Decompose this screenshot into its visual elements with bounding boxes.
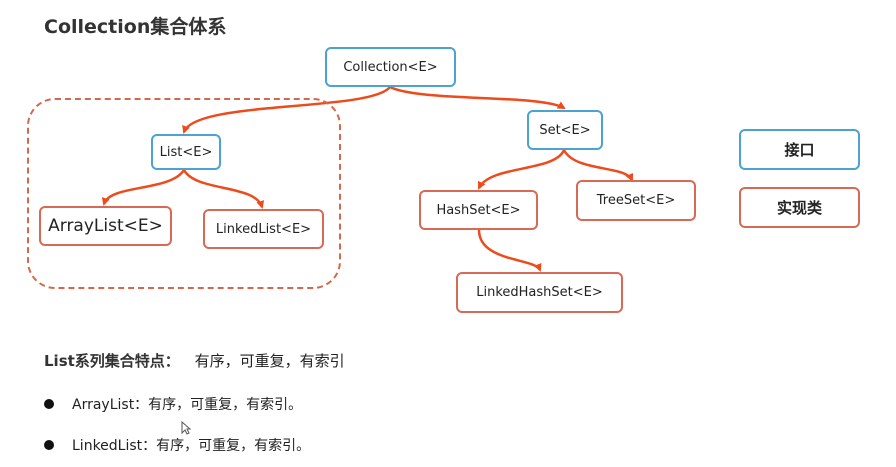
arrow-set-hashset [477,149,566,190]
arrow-set-treeset [562,149,634,182]
list-features-value: 有序，可重复，有索引 [194,352,345,370]
node-linkedhashset: LinkedHashSet<E> [456,272,623,313]
bullet-arraylist: ArrayList：有序，可重复，有索引。 [44,394,302,414]
page-title: Collection集合体系 [44,16,227,38]
arrow-list-linkedlist [182,169,265,209]
legend-implementation: 实现类 [739,187,860,228]
list-features-line: List系列集合特点： 有序，可重复，有索引 [44,350,345,371]
arrow-collection-set [389,85,566,110]
node-collection: Collection<E> [325,47,456,87]
node-set: Set<E> [527,110,603,150]
arrow-collection-list [182,86,391,134]
node-list: List<E> [151,134,221,170]
list-features-heading: List系列集合特点： [44,352,180,370]
list-family-group [27,98,341,289]
node-treeset: TreeSet<E> [576,180,696,221]
bullet-arraylist-text: ArrayList：有序，可重复，有索引。 [72,397,303,413]
node-arraylist: ArrayList<E> [39,206,172,246]
legend-interface: 接口 [739,129,860,170]
arrow-hashset-linkedhashset [477,229,542,272]
node-linkedlist: LinkedList<E> [203,209,324,249]
mouse-cursor-icon [181,421,191,435]
bullet-dot-icon [44,399,54,409]
bullet-dot-icon [44,440,54,450]
bullet-linkedlist: LinkedList：有序，可重复，有索引。 [44,435,310,455]
node-hashset: HashSet<E> [419,190,538,230]
bullet-linkedlist-text: LinkedList：有序，可重复，有索引。 [72,438,311,454]
arrow-list-arraylist [101,169,186,206]
